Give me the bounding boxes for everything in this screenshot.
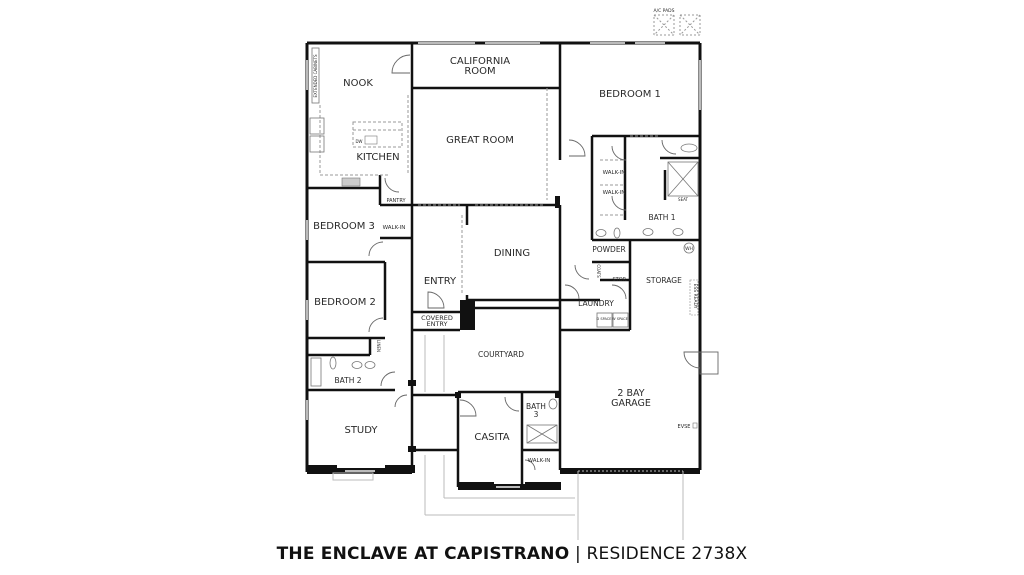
doors — [368, 54, 719, 471]
room-walkin-master-1: WALK-IN — [603, 170, 626, 176]
interior-walls — [307, 43, 700, 487]
room-bath-3-1: BATH — [526, 402, 546, 411]
room-great-room: GREAT ROOM — [446, 135, 514, 146]
room-covered-entry-2: ENTRY — [426, 320, 447, 328]
room-courtyard: COURTYARD — [478, 350, 524, 359]
room-storage: STORAGE — [646, 276, 682, 285]
room-bath-3-2: 3 — [534, 410, 539, 419]
room-garage-2: GARAGE — [611, 398, 651, 409]
site-lines — [332, 335, 684, 540]
cooktop — [341, 177, 361, 187]
room-kitchen: KITCHEN — [356, 152, 399, 163]
room-stor: STOR. — [612, 277, 627, 283]
evse-outlet — [692, 422, 698, 429]
room-bedroom-2: BEDROOM 2 — [314, 297, 376, 308]
coats-label: COATS — [596, 264, 601, 278]
ac-pads-label: A/C PADS — [654, 8, 675, 14]
room-pantry: PANTRY — [386, 198, 406, 204]
community-name: THE ENCLAVE AT CAPISTRANO — [276, 544, 570, 564]
room-walkin-bed3: WALK-IN — [383, 225, 406, 231]
ess-ready-box — [689, 279, 699, 316]
room-nook: NOOK — [343, 78, 373, 89]
dashed-elements — [319, 88, 660, 295]
room-bedroom-1: BEDROOM 1 — [599, 89, 661, 100]
room-covered-entry-1: COVERED — [421, 314, 453, 322]
room-walkin-casita: WALK-IN — [528, 458, 551, 464]
linen-label: LINEN — [376, 340, 381, 352]
ess-ready-label: ESS READY — [692, 283, 698, 308]
room-bedroom-3: BEDROOM 3 — [313, 221, 375, 232]
d-space-label: D SPACE — [597, 317, 612, 321]
residence-name: RESIDENCE 2738X — [586, 544, 748, 564]
micro-oven — [309, 135, 325, 153]
room-bath-2: BATH 2 — [334, 376, 361, 385]
room-laundry: LAUNDRY — [578, 299, 614, 308]
heavy-walls — [307, 196, 561, 490]
room-bath-1: BATH 1 — [648, 213, 675, 222]
room-entry: ENTRY — [424, 276, 457, 287]
plan-caption: THE ENCLAVE AT CAPISTRANO | RESIDENCE 27… — [0, 544, 1024, 564]
room-casita: CASITA — [474, 432, 509, 443]
wh-label: WH — [685, 246, 693, 252]
extended-cabinets-label: EXTENDED CABINETS — [313, 54, 318, 98]
room-california-2: ROOM — [464, 66, 495, 77]
exterior-walls — [305, 41, 702, 490]
room-walkin-master-2: WALK-IN — [603, 190, 626, 196]
sink — [364, 135, 378, 145]
room-california-1: CALIFORNIA — [450, 56, 510, 67]
ref-space — [309, 117, 325, 135]
room-study: STUDY — [344, 425, 378, 436]
extended-cabinets — [311, 47, 320, 104]
seat-label: SEAT — [678, 197, 688, 202]
bath-fixtures — [310, 143, 699, 444]
room-dining: DINING — [494, 248, 530, 259]
w-space-label: W SPACE — [612, 317, 628, 321]
room-garage-1: 2 BAY — [617, 388, 644, 399]
evse-label: EVSE — [678, 424, 691, 430]
windows — [306, 42, 701, 488]
ac-pads — [653, 14, 701, 36]
room-powder: POWDER — [592, 245, 626, 254]
caption-separator: | — [574, 544, 581, 564]
room-labels: NOOK KITCHEN CALIFORNIA ROOM GREAT ROOM … — [313, 56, 682, 464]
dw-label: DW — [355, 139, 362, 144]
